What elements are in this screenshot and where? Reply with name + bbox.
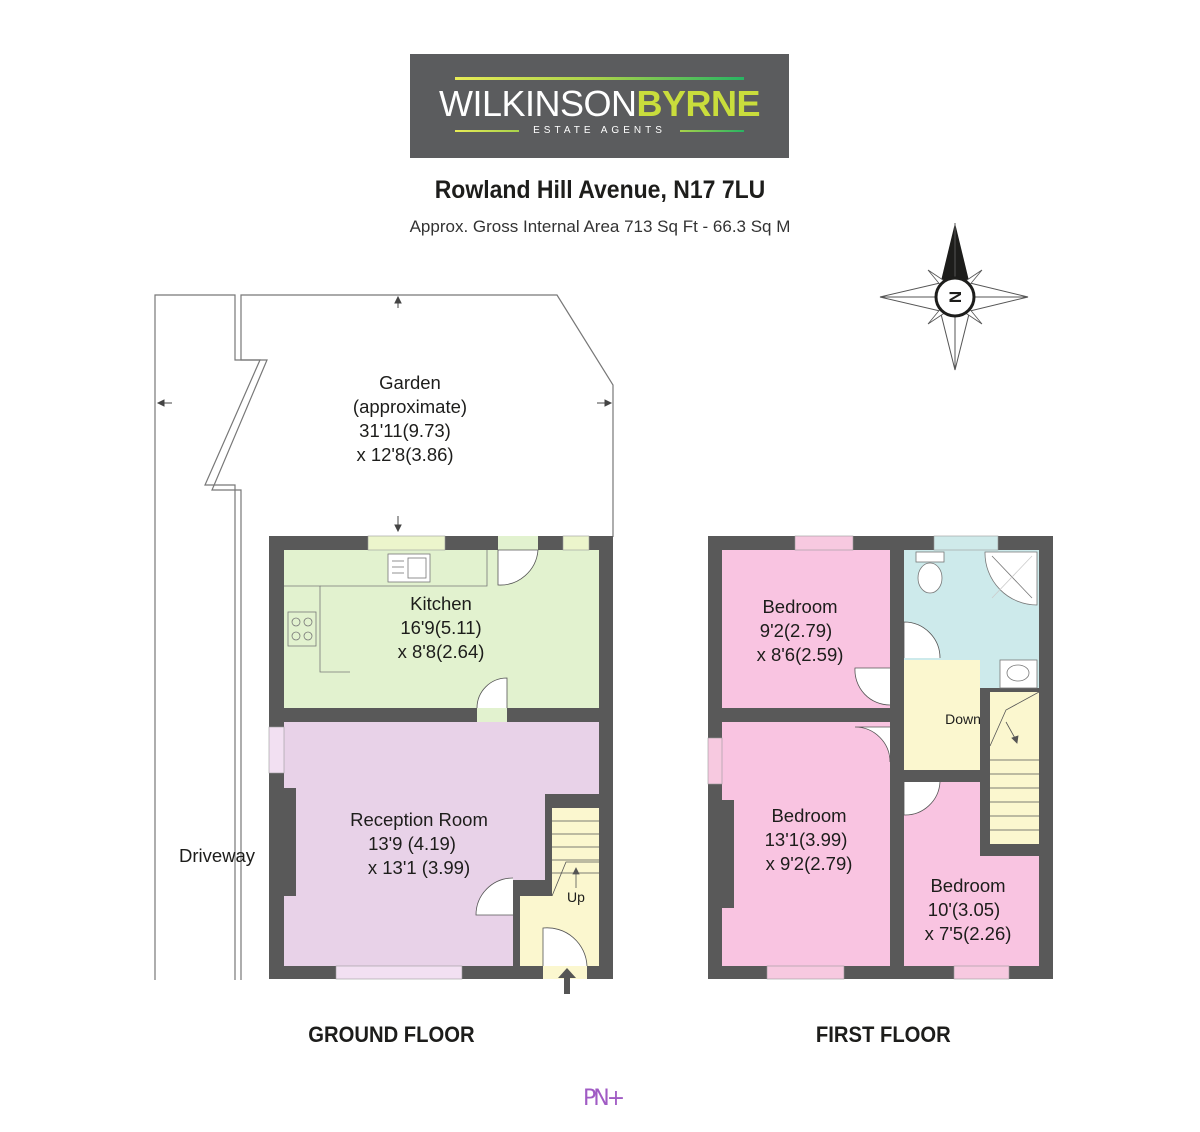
- kitchen-dim-1: 16'9(5.11): [400, 617, 481, 638]
- ground-floor-windows: [268, 535, 590, 980]
- driveway-name: Driveway: [179, 845, 256, 866]
- chimney-breast: [284, 788, 296, 896]
- bedroom-2-dim-2: x 9'2(2.79): [766, 853, 853, 874]
- reception-dim-2: x 13'1 (3.99): [368, 857, 470, 878]
- garden-name: Garden: [379, 372, 441, 393]
- compass-letter: N: [946, 291, 965, 303]
- reception-area: [284, 722, 599, 966]
- stairs-up-label: Up: [567, 889, 585, 905]
- bedroom-3-area: [904, 782, 1039, 966]
- front-door-swing: [542, 927, 588, 967]
- first-floor-stairs-area: [990, 692, 1039, 844]
- hob-icon: [287, 611, 317, 647]
- bedroom-2-label: Bedroom 13'1(3.99) x 9'2(2.79): [765, 805, 853, 874]
- first-floor-stair-treads: [989, 691, 1040, 831]
- kitchen-area: [284, 550, 599, 708]
- kitchen-dim-2: x 8'8(2.64): [398, 641, 485, 662]
- reception-label: Reception Room 13'9 (4.19) x 13'1 (3.99): [350, 809, 488, 878]
- bedroom-1-label: Bedroom 9'2(2.79) x 8'6(2.59): [757, 596, 844, 665]
- back-door-opening: [498, 536, 538, 550]
- bedroom-2-door-swing: [854, 726, 891, 763]
- kitchen-door-opening: [477, 708, 507, 722]
- stairs-down-label: Down: [945, 711, 981, 727]
- bathroom-door-swing: [903, 621, 941, 659]
- stairs-area: [552, 808, 599, 896]
- garden-dim-2: x 12'8(3.86): [356, 444, 453, 465]
- stair-treads: [551, 820, 599, 897]
- logo-tagline: ESTATE AGENTS: [533, 125, 666, 136]
- bedroom-2-area: [722, 722, 890, 966]
- logo-accent-bar: [455, 77, 744, 80]
- brand-logo: WILKINSONBYRNE ESTATE AGENTS: [410, 54, 789, 158]
- first-floor-title: FIRST FLOOR: [815, 1022, 951, 1047]
- kitchen-fittings: [284, 550, 488, 673]
- property-address: Rowland Hill Avenue, N17 7LU: [434, 176, 766, 204]
- shower-icon: [984, 551, 1038, 606]
- bedroom-3-dim-1: 10'(3.05): [928, 899, 1000, 920]
- garden-note: (approximate): [353, 396, 467, 417]
- garden-dimension-arrows: [156, 295, 613, 533]
- kitchen-name: Kitchen: [410, 593, 472, 614]
- kitchen-door-swing: [476, 677, 508, 709]
- bedroom-2-name: Bedroom: [771, 805, 846, 826]
- landing-area: [904, 660, 980, 770]
- bedroom-1-door-swing: [854, 667, 891, 706]
- first-floor-windows: [707, 535, 1010, 980]
- reception-door-swing: [475, 877, 514, 916]
- compass-rose-icon: N: [879, 223, 1029, 371]
- bedroom-3-door-swing: [903, 781, 941, 816]
- bedroom-3-label: Bedroom 10'(3.05) x 7'5(2.26): [925, 875, 1012, 944]
- basin-icon: [999, 659, 1038, 689]
- back-door-swing: [497, 549, 539, 586]
- logo-accent-right: [680, 130, 744, 132]
- kitchen-label: Kitchen 16'9(5.11) x 8'8(2.64): [398, 593, 485, 662]
- gross-area: Approx. Gross Internal Area 713 Sq Ft - …: [409, 217, 791, 236]
- reception-dim-1: 13'9 (4.19): [368, 833, 456, 854]
- first-floor-chimney: [722, 800, 734, 908]
- bedroom-1-dim-2: x 8'6(2.59): [757, 644, 844, 665]
- garden-label: Garden (approximate) 31'11(9.73) x 12'8(…: [353, 372, 467, 465]
- bedroom-3-dim-2: x 7'5(2.26): [925, 923, 1012, 944]
- toilet-icon: [915, 551, 945, 594]
- footer-mark: PN+: [583, 1086, 625, 1111]
- bedroom-1-name: Bedroom: [762, 596, 837, 617]
- bedroom-2-dim-1: 13'1(3.99): [765, 829, 848, 850]
- entrance-arrow-icon: [558, 968, 576, 994]
- logo-accent-left: [455, 130, 519, 132]
- bedroom-3-name: Bedroom: [930, 875, 1005, 896]
- reception-name: Reception Room: [350, 809, 488, 830]
- bedroom-1-dim-1: 9'2(2.79): [760, 620, 832, 641]
- garden-dim-1: 31'11(9.73): [359, 420, 451, 441]
- logo-wordmark: WILKINSONBYRNE: [438, 83, 761, 124]
- driveway-outline: [154, 294, 614, 980]
- ground-floor-title: GROUND FLOOR: [308, 1022, 475, 1047]
